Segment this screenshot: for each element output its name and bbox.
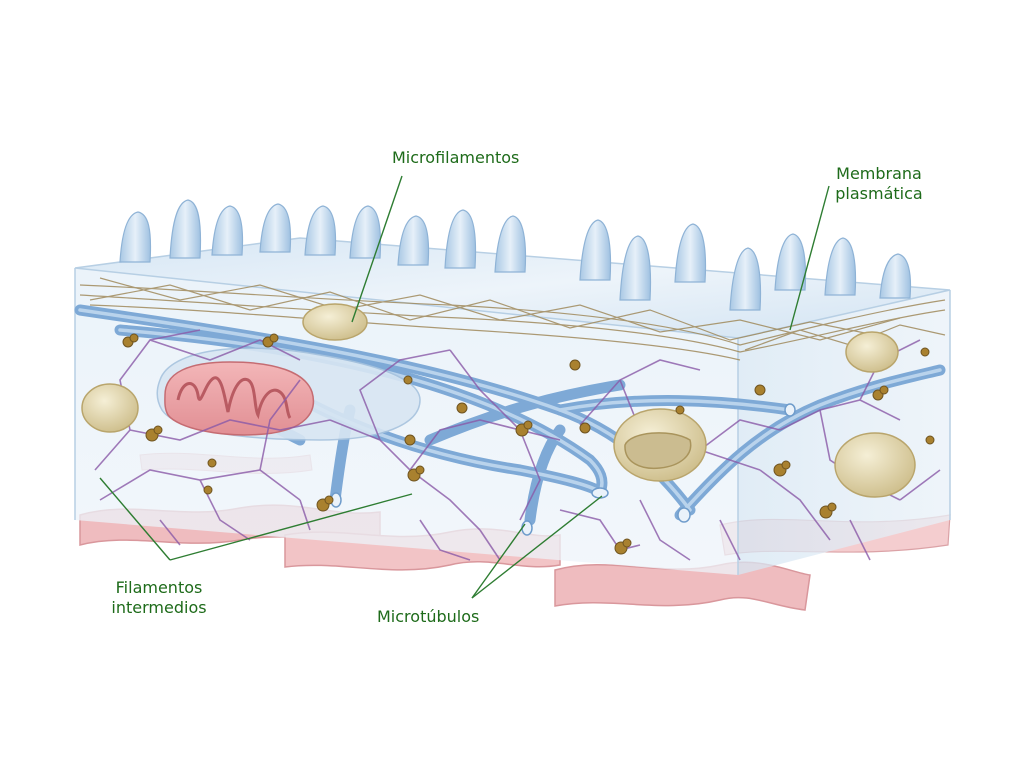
leader-microtubulos-b (471, 495, 603, 599)
leader-lines (99, 175, 830, 599)
label-microtubulos: Microtúbulos (377, 607, 480, 626)
label-membrana-line2: plasmática (835, 184, 923, 203)
leader-membrana (789, 185, 830, 331)
microfilament-mesh (79, 277, 946, 361)
intermediate-filaments (94, 329, 941, 561)
ribosomes (122, 333, 935, 555)
label-microfilamentos: Microfilamentos (392, 148, 520, 167)
leader-microtubulos-a (471, 523, 526, 599)
label-membrana-plasmatica: Membrana plasmática (824, 164, 934, 204)
leader-filamentos-a (99, 477, 171, 561)
leader-filamentos-b (169, 493, 413, 561)
vesicles (81, 303, 916, 498)
label-filamentos-intermedios: Filamentos intermedios (104, 578, 214, 618)
microvilli (119, 199, 912, 311)
label-filamentos-line1: Filamentos (115, 578, 203, 597)
label-filamentos-line2: intermedios (111, 598, 207, 617)
label-membrana-line1: Membrana (836, 164, 922, 183)
leader-microfilamentos (351, 175, 403, 323)
